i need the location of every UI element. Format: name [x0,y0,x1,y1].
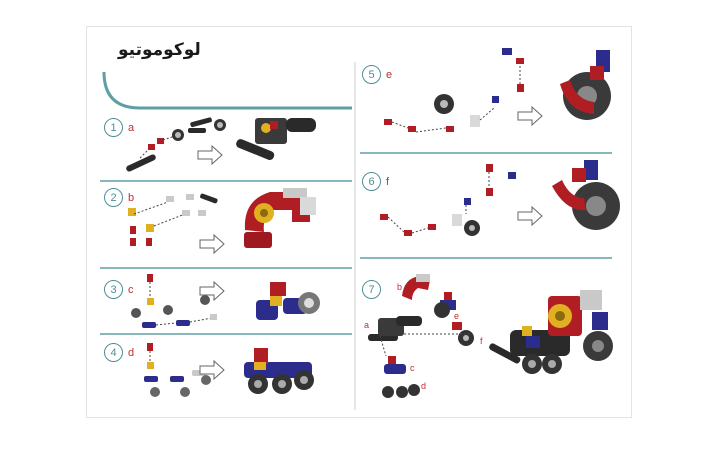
step-3-parts [131,274,217,328]
step-7-result [489,290,613,374]
step-number-1: 1 [104,118,123,137]
step-6-arrow [517,205,543,227]
step-4-label: 4 d [104,343,134,362]
step-3-label: 3 c [104,280,134,299]
step-1-result [236,118,316,160]
step-7-sub-a: a [364,320,370,330]
step-5-parts [384,48,524,133]
page-title: لوكوموتيو [118,40,201,60]
step-number-7: 7 [362,280,381,299]
step-2-label: 2 b [104,188,134,207]
step-letter-2: b [128,191,135,204]
step-7-sub-b: b [397,282,403,292]
step-7-sub-e: e [454,311,460,321]
step-letter-6: f [386,175,390,188]
step-letter-3: c [128,283,134,296]
step-5-label: 5 e [362,65,392,84]
step-2-result [244,188,316,248]
step-7-sub-c: c [410,363,415,373]
step-1-parts [126,117,226,172]
step-5-arrow [517,105,543,127]
step-5-result [560,50,611,120]
step-number-4: 4 [104,343,123,362]
step-letter-4: d [128,346,135,359]
step-1-arrow [197,144,223,166]
step-4-arrow [199,359,225,381]
step-letter-5: e [386,68,393,81]
step-1-label: 1 a [104,118,134,137]
step-number-3: 3 [104,280,123,299]
step-3-result [256,282,320,320]
step-6-label: 6 f [362,172,389,191]
step-4-result [244,348,314,394]
step-7-label: 7 [362,280,386,299]
step-3-arrow [199,280,225,302]
step-number-2: 2 [104,188,123,207]
step-2-arrow [199,233,225,255]
step-7-parts [368,274,474,398]
step-number-6: 6 [362,172,381,191]
title-curve [102,71,352,110]
step-7-sub-d: d [421,381,427,391]
step-6-result [552,160,620,230]
step-2-parts [128,193,218,246]
step-number-5: 5 [362,65,381,84]
step-letter-1: a [128,121,135,134]
step-6-parts [380,164,516,236]
step-7-sub-f: f [480,336,483,346]
step-4-parts [144,343,211,397]
